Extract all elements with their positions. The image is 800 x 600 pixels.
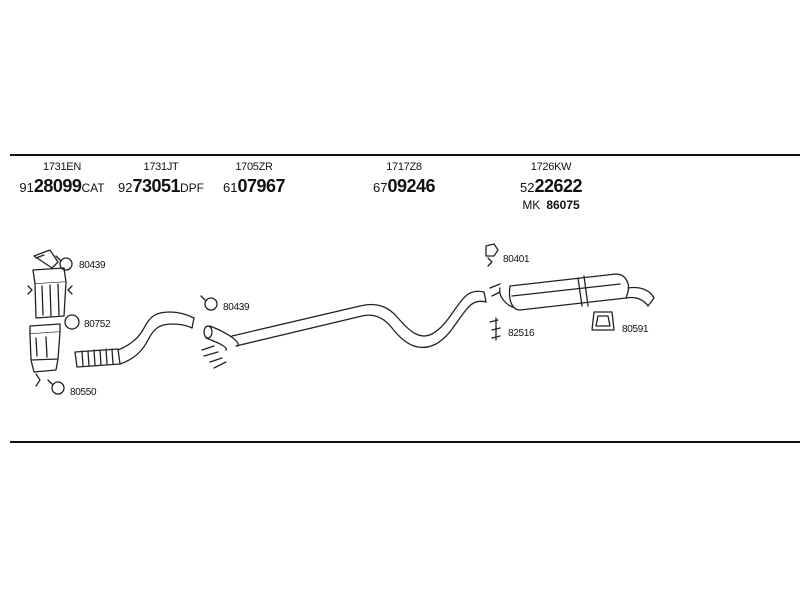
clamp-icon-80752 — [64, 314, 80, 330]
code-clamp-80439: 80439 — [223, 302, 250, 313]
code-clamp-80439: 80439 — [79, 260, 106, 271]
part-number: 6107967 — [222, 176, 286, 196]
front-pipe-icon — [74, 311, 195, 368]
hanger-icon-82516 — [489, 317, 501, 341]
part-dpf: 1731JT 9273051DPF — [114, 162, 208, 196]
part-front-pipe: 1705ZR 6107967 — [218, 162, 290, 196]
clamp-icon-80439-b — [200, 295, 218, 311]
part-catalyst: 1731EN 9128099CAT — [16, 162, 108, 196]
middle-pipe-icon — [201, 290, 487, 369]
code-hanger-82516: 82516 — [508, 328, 535, 339]
bottom-rule — [10, 441, 800, 443]
code-hanger-80591: 80591 — [622, 324, 649, 335]
part-ref: 1731JT — [143, 161, 179, 173]
part-ref: 1705ZR — [235, 161, 273, 173]
part-number: 6709246 — [372, 176, 436, 196]
catalyst-icon — [27, 249, 73, 387]
hanger-icon-80591 — [591, 311, 615, 331]
clamp-icon-80550 — [47, 379, 65, 395]
part-number: 5222622 — [519, 176, 583, 196]
clamp-icon-80439-a — [55, 255, 73, 271]
part-number: 9273051DPF — [117, 176, 205, 196]
part-ref: 1717Z8 — [386, 161, 422, 173]
top-rule — [10, 154, 800, 156]
code-clamp-80752: 80752 — [84, 319, 111, 330]
rear-silencer-icon — [489, 273, 655, 311]
part-ref: 1726KW — [530, 161, 572, 173]
code-hanger-80401: 80401 — [503, 254, 530, 265]
part-ref: 1731EN — [43, 161, 81, 173]
hanger-icon-80401 — [485, 243, 499, 267]
part-middle-pipe: 1717Z8 6709246 — [366, 162, 442, 196]
code-clamp-80550: 80550 — [70, 387, 97, 398]
part-number: 9128099CAT — [19, 176, 105, 196]
